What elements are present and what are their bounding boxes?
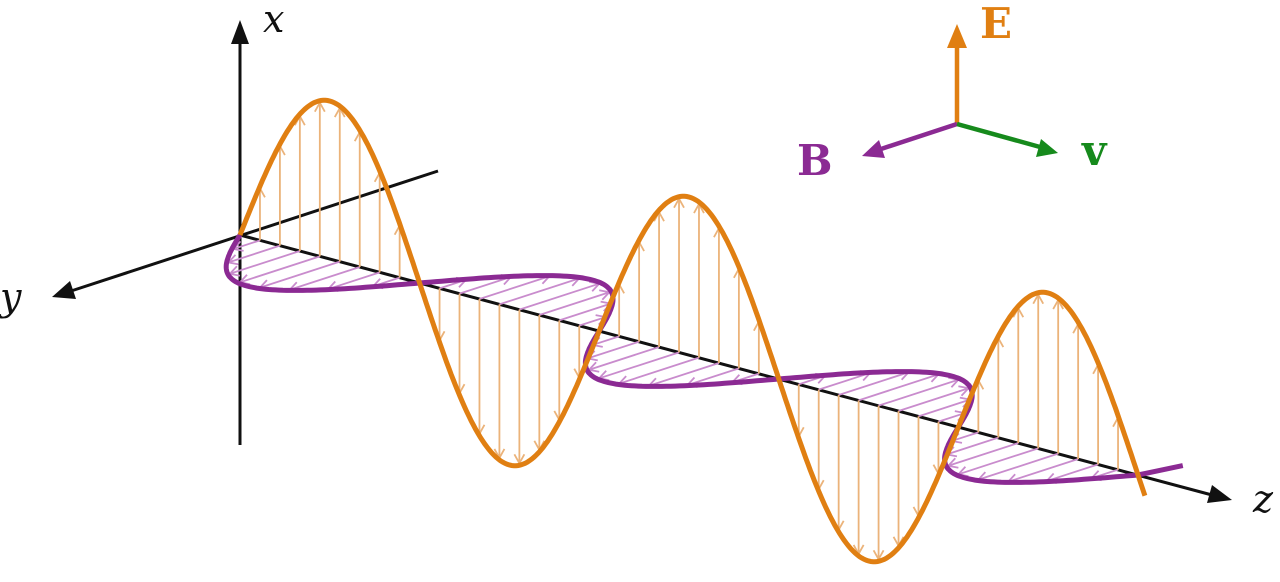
- x-axis-arrowhead: [231, 20, 249, 44]
- e-field-vector: [713, 226, 725, 363]
- b-field-vector: [956, 447, 1039, 478]
- e-field-vector: [314, 100, 326, 257]
- y-axis-arrowhead: [52, 281, 76, 299]
- z-axis-line: [239, 233, 1213, 497]
- e-field-vector: [1032, 292, 1045, 449]
- e-field-vector: [673, 196, 685, 353]
- e-field-vector: [553, 320, 566, 422]
- e-vector-label: E: [980, 0, 1012, 48]
- y-axis-line: [67, 169, 439, 294]
- b-field-vector: [586, 346, 660, 373]
- e-field-vector: [912, 416, 925, 518]
- b-field-vector: [519, 280, 602, 311]
- b-field-vector: [499, 275, 582, 306]
- b-field-vector: [976, 452, 1059, 483]
- e-field-vector: [992, 336, 1005, 438]
- b-field-vector: [878, 376, 961, 407]
- e-field-vector: [333, 106, 346, 262]
- b-field-vector: [858, 371, 941, 402]
- e-field-vector: [633, 240, 645, 342]
- b-field-vector: [257, 260, 341, 291]
- b-field-vector: [237, 255, 321, 286]
- e-field-vector: [473, 299, 486, 436]
- electric-field-wave: [237, 97, 1148, 565]
- z-axis-arrowhead: [1207, 485, 1232, 503]
- v-vector-arrowhead: [1036, 139, 1058, 157]
- e-field-vector: [852, 400, 865, 556]
- field-orientation-legend: E B v: [797, 0, 1108, 185]
- v-vector-label: v: [1081, 126, 1108, 175]
- x-axis-label: x: [263, 0, 284, 41]
- e-field-vector: [274, 144, 286, 246]
- e-field-vector: [1052, 298, 1064, 454]
- b-field-vector: [616, 356, 700, 387]
- b-vector-label: B: [797, 136, 833, 185]
- b-vector-arrowhead: [862, 140, 885, 158]
- e-field-vector: [533, 315, 546, 452]
- e-field-vector: [493, 304, 506, 460]
- b-field-vector: [539, 289, 612, 316]
- z-axis-label: z: [1252, 477, 1274, 521]
- e-field-vector: [513, 309, 526, 466]
- e-field-vector: [294, 114, 306, 251]
- e-field-vector: [872, 405, 885, 562]
- e-vector-arrowhead: [947, 24, 967, 48]
- b-vector-arrow: [877, 121, 958, 153]
- e-field-vector: [1012, 306, 1025, 443]
- e-field-vector: [653, 210, 665, 347]
- electric-field-vectors: [254, 100, 1124, 562]
- e-field-vector: [832, 395, 845, 532]
- e-field-vector: [1072, 322, 1084, 459]
- e-field-vector: [892, 411, 905, 548]
- b-field-vector: [946, 442, 1019, 469]
- magnetic-field-wave: [223, 233, 1184, 485]
- v-vector-arrow: [956, 121, 1041, 150]
- b-field-vector: [597, 351, 680, 382]
- y-axis-label: y: [0, 275, 22, 319]
- e-field-vector: [693, 202, 705, 358]
- b-field-vector: [898, 385, 971, 412]
